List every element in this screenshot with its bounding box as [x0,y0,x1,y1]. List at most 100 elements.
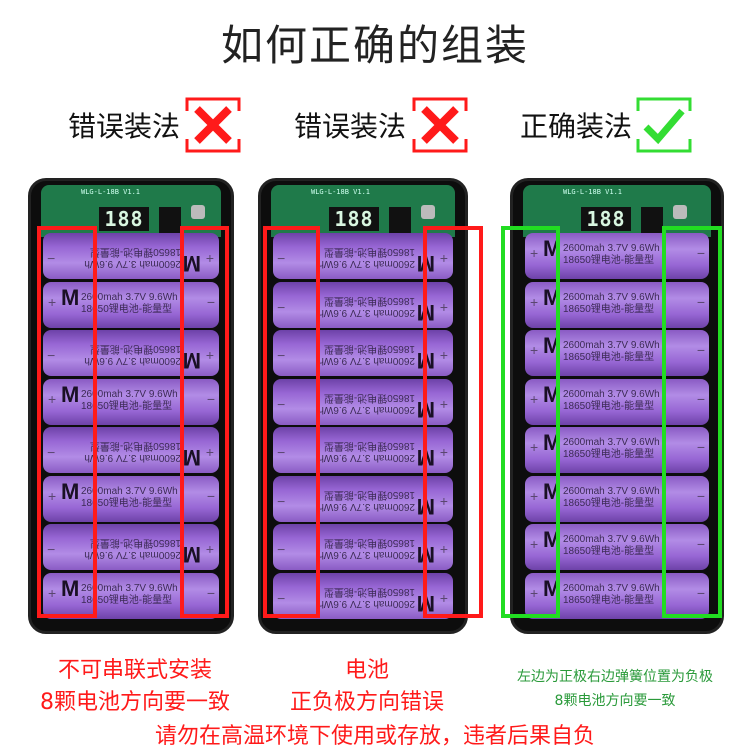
note-1b: 8颗电池方向要一致 [40,690,230,715]
negative-terminal: − [696,245,705,261]
chip [389,207,411,233]
battery-type: 18650锂电池-能量型 [323,488,415,500]
battery-spec: 2600mah 3.7V 9.6Wh [318,306,415,318]
power-button[interactable] [673,205,687,219]
board-label: WLG-L-18B V1.1 [563,188,623,196]
chip [159,207,181,233]
battery-type: 18650锂电池-能量型 [563,352,655,363]
note-3b: 8颗电池方向要一致 [554,693,676,709]
battery-spec: 2600mah 3.7V 9.6Wh [318,403,415,415]
brand-logo: M [61,284,80,310]
led-display: 188 [329,207,379,231]
battery-type: 18650锂电池-能量型 [563,303,655,315]
led-display: 188 [99,207,149,231]
negative-terminal: − [206,293,215,310]
positive-terminal: + [48,584,57,601]
board-label: WLG-L-18B V1.1 [311,188,371,196]
battery-spec: 2600mah 3.7V 9.6Wh [563,243,660,254]
battery-type: 18650锂电池-能量型 [563,594,655,606]
battery-spec: 2600mah 3.7V 9.6Wh [318,452,415,463]
positive-terminal: + [48,293,57,310]
wrong-label-1: 错误装法 [68,110,181,143]
positive-terminal: + [48,487,57,504]
battery-type: 18650锂电池-能量型 [323,294,415,306]
battery-spec: 2600mah 3.7V 9.6Wh [81,388,178,400]
chip [641,207,663,233]
warning-text: 请勿在高温环境下使用或存放，违者后果自负 [154,724,595,749]
battery-type: 18650锂电池-能量型 [563,449,655,460]
battery-spec: 2600mah 3.7V 9.6Wh [563,291,660,303]
battery-type: 18650锂电池-能量型 [81,400,173,412]
brand-logo: M [61,381,80,407]
battery-spec: 2600mah 3.7V 9.6Wh [84,258,181,269]
battery-type: 18650锂电池-能量型 [563,497,655,509]
battery-type: 18650锂电池-能量型 [81,594,173,606]
battery-type: 18650锂电池-能量型 [323,391,415,403]
negative-terminal: − [696,536,705,552]
battery-spec: 2600mah 3.7V 9.6Wh [84,549,181,560]
positive-terminal: + [48,390,57,407]
power-button[interactable] [191,205,205,219]
negative-terminal: − [696,390,705,407]
negative-terminal: − [696,293,705,310]
battery-type: 18650锂电池-能量型 [323,537,415,548]
positive-terminal: + [530,293,539,310]
highlight-box [423,226,483,618]
battery-type: 18650锂电池-能量型 [81,497,173,509]
positive-terminal: + [530,245,539,261]
led-display: 188 [581,207,631,231]
positive-terminal: + [530,536,539,552]
right-label: 正确装法 [520,110,633,143]
highlight-box [662,226,722,618]
highlight-box [501,226,560,618]
x-icon [185,97,241,153]
negative-terminal: − [696,584,705,601]
positive-terminal: + [530,390,539,407]
note-2b: 正负极方向错误 [289,690,444,715]
battery-type: 18650锂电池-能量型 [323,440,415,451]
battery-type: 18650锂电池-能量型 [89,537,181,548]
note-3a: 左边为正极右边弹簧位置为负极 [517,669,713,685]
battery-spec: 2600mah 3.7V 9.6Wh [84,355,181,366]
highlight-box [180,226,229,618]
negative-terminal: − [206,487,215,504]
note-1a: 不可串联式安装 [57,658,212,683]
battery-spec: 2600mah 3.7V 9.6Wh [318,549,415,560]
brand-logo: M [61,478,80,504]
page-title: 如何正确的组装 [220,21,529,70]
x-icon [412,97,468,153]
note-2a: 电池 [344,658,389,683]
power-button[interactable] [421,205,435,219]
wrong-label-2: 错误装法 [294,110,407,143]
battery-type: 18650锂电池-能量型 [81,303,173,315]
negative-terminal: − [206,584,215,601]
battery-spec: 2600mah 3.7V 9.6Wh [81,291,178,303]
battery-spec: 2600mah 3.7V 9.6Wh [563,534,660,545]
battery-type: 18650锂电池-能量型 [323,585,415,597]
battery-spec: 2600mah 3.7V 9.6Wh [318,500,415,512]
check-icon [636,97,692,153]
battery-spec: 2600mah 3.7V 9.6Wh [563,485,660,497]
battery-spec: 2600mah 3.7V 9.6Wh [318,597,415,609]
battery-type: 18650锂电池-能量型 [323,246,415,257]
negative-terminal: − [696,487,705,504]
battery-type: 18650锂电池-能量型 [89,246,181,257]
battery-type: 18650锂电池-能量型 [89,343,181,354]
battery-spec: 2600mah 3.7V 9.6Wh [81,582,178,594]
battery-spec: 2600mah 3.7V 9.6Wh [84,452,181,463]
battery-type: 18650锂电池-能量型 [563,255,655,266]
positive-terminal: + [530,487,539,504]
positive-terminal: + [530,342,539,358]
highlight-box [37,226,97,618]
highlight-box [263,226,320,618]
battery-type: 18650锂电池-能量型 [563,546,655,557]
